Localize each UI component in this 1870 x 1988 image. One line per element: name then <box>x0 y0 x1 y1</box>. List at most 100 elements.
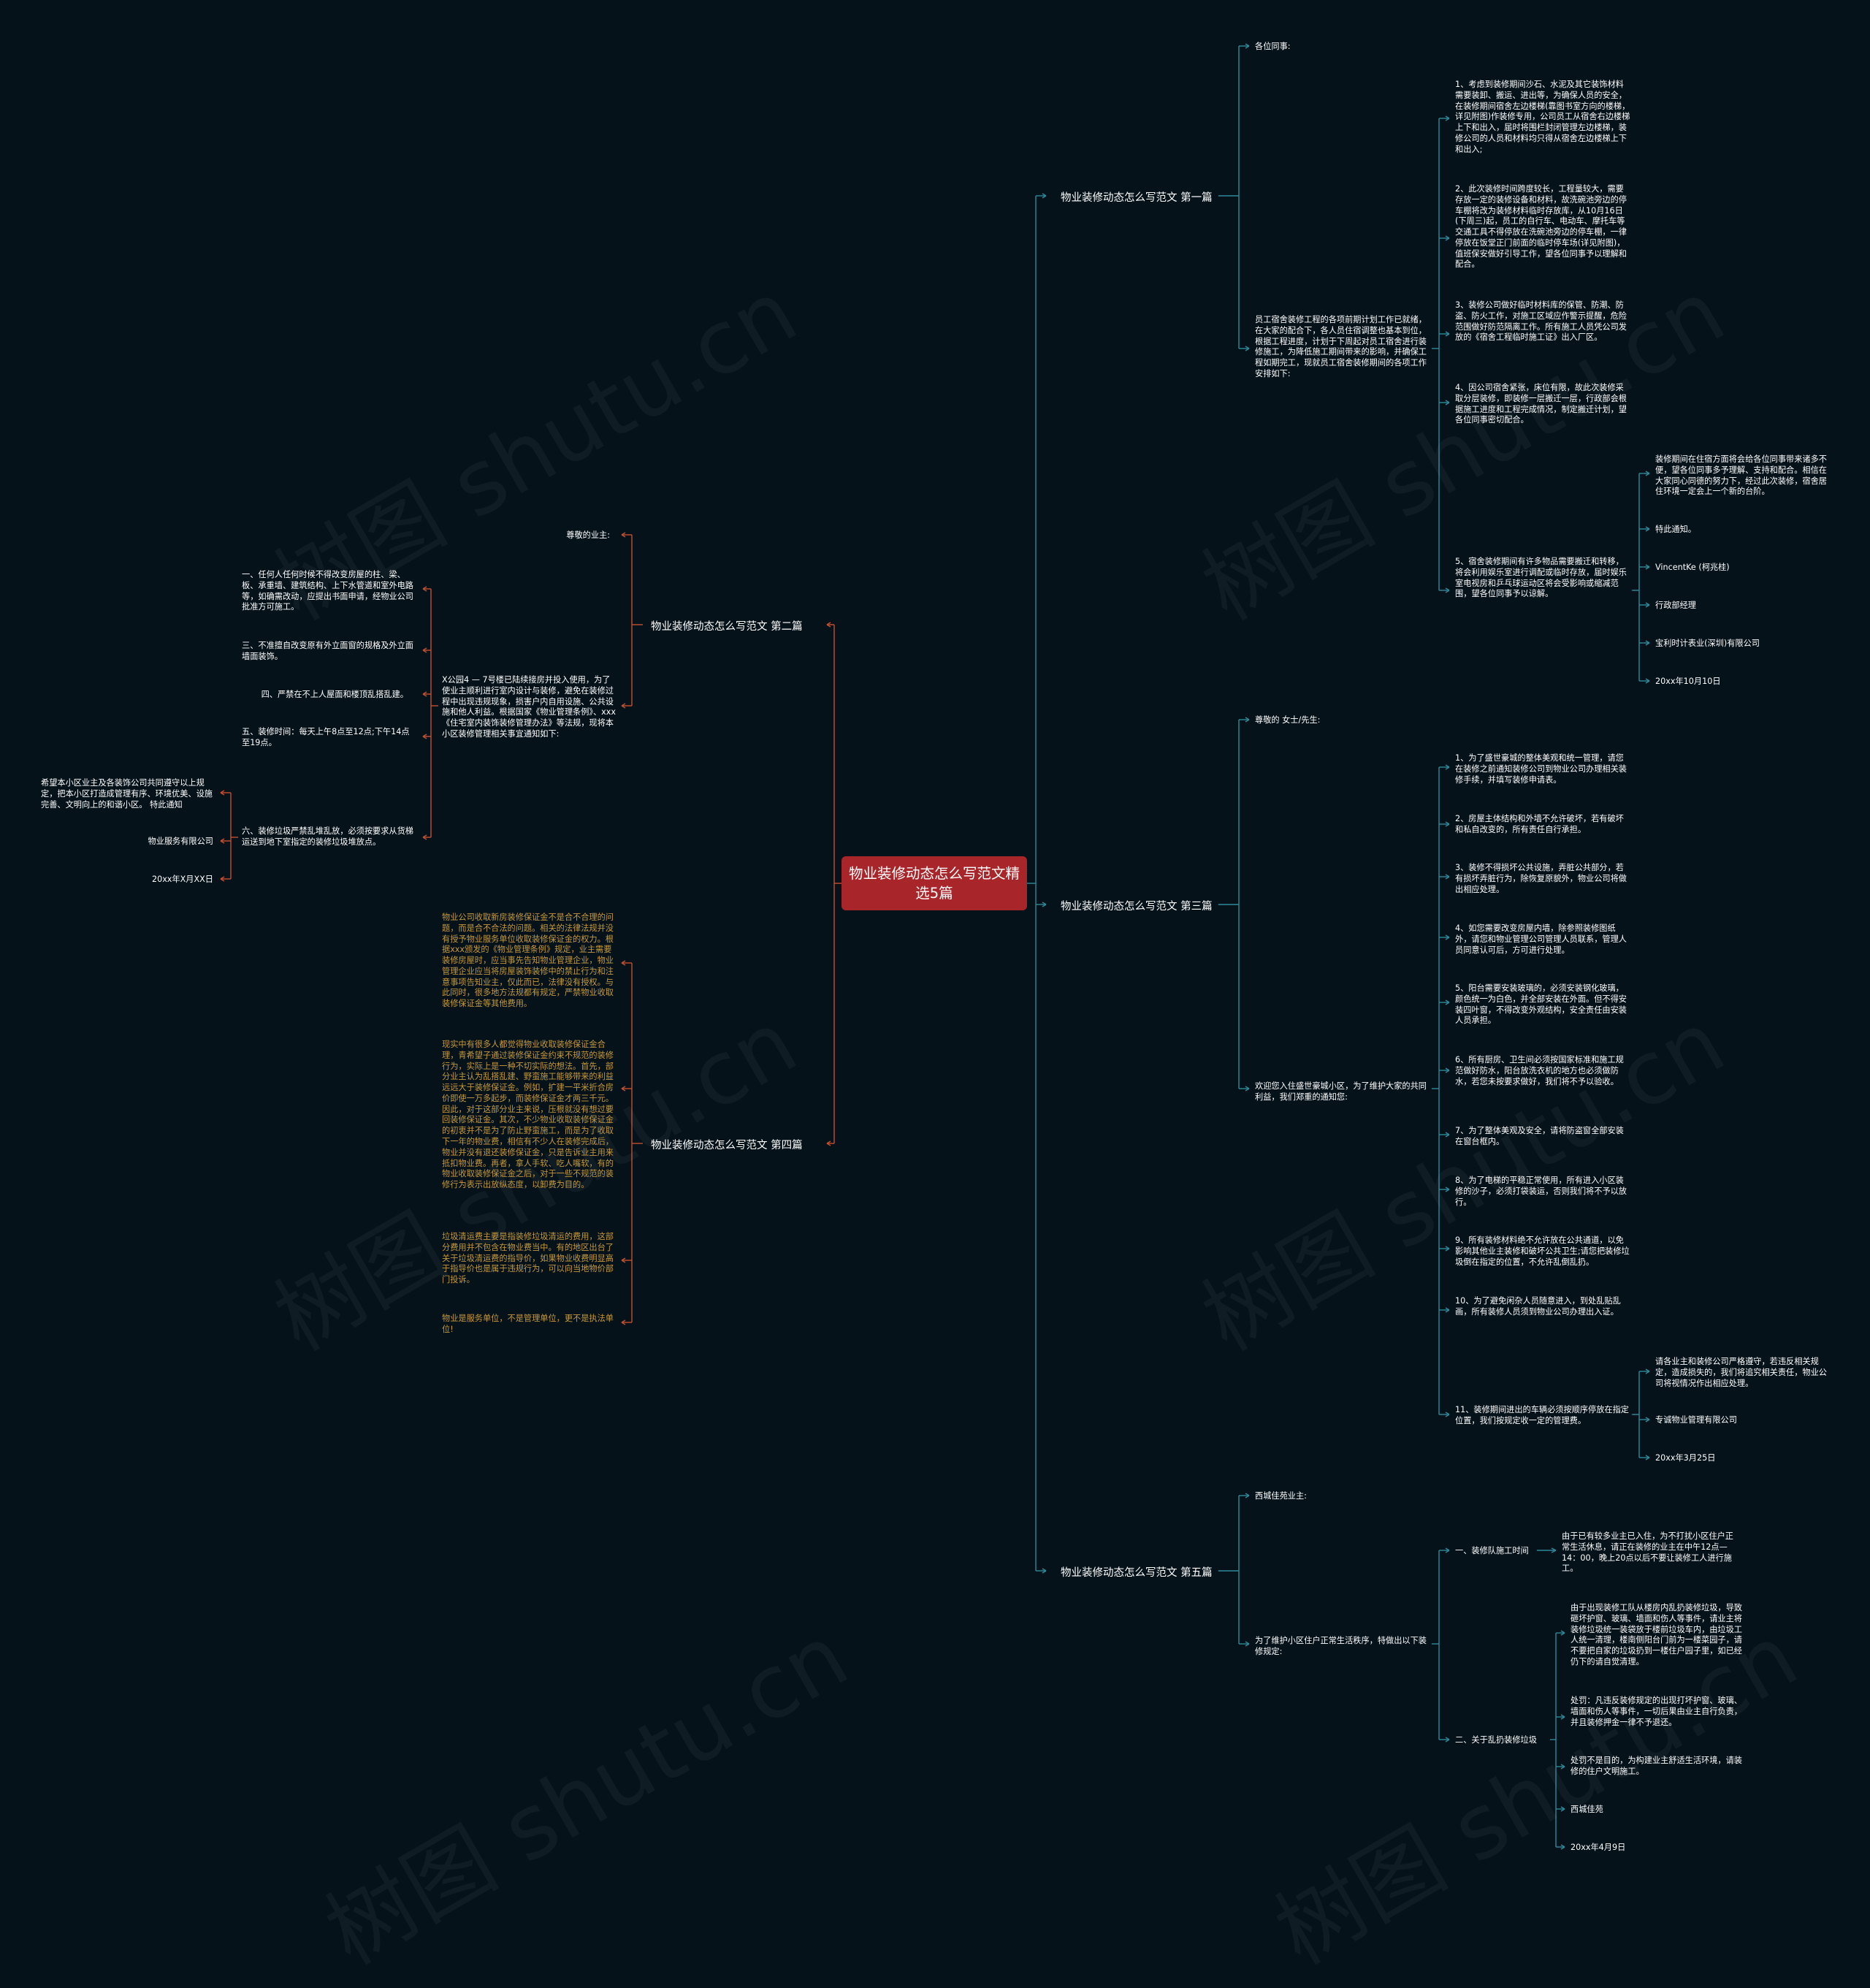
connector <box>1645 528 1650 532</box>
connector <box>1245 45 1250 49</box>
connector <box>1245 1495 1250 1498</box>
connector <box>1445 1132 1450 1135</box>
connector <box>1445 1002 1450 1005</box>
connector <box>220 840 225 844</box>
b3-item: 10、为了避免闲杂人员随意进入，到处乱贴乱画，所有装修人员须到物业公司办理出入证… <box>1455 1296 1621 1317</box>
connector <box>1445 331 1450 335</box>
b1-item: 1、考虑到装修期间沙石、水泥及其它装饰材料需要装卸、搬运、进出等，为确保人员的安… <box>1455 80 1630 154</box>
connector <box>1560 1846 1565 1850</box>
connector <box>1560 1808 1565 1812</box>
b2-closing: 物业服务有限公司 <box>148 837 213 846</box>
b5-greeting: 西城佳苑业主: <box>1255 1491 1307 1501</box>
connector <box>1245 717 1250 720</box>
connector <box>1445 1412 1450 1415</box>
b3-item: 5、阳台需要安装玻璃的，必须安装钢化玻璃，颜色统一为白色，并全部安装在外面。但不… <box>1455 983 1627 1026</box>
b1-closing: 20xx年10月10日 <box>1655 677 1721 686</box>
branch-4-title[interactable]: 物业装修动态怎么写范文 第四篇 <box>651 1140 803 1151</box>
connector <box>621 1319 626 1323</box>
b3-item: 4、如您需要改变房屋内墙，除参照装修图纸外，请您和物业管理公司管理人员联系，管理… <box>1455 923 1627 955</box>
connector <box>1645 1417 1650 1420</box>
b1-closing: 装修期间在住宿方面将会给各位同事带来诸多不便，望各位同事多予理解、支持和配合。相… <box>1655 454 1827 497</box>
connector <box>1445 402 1450 405</box>
b2-closing: 希望本小区业主及各装饰公司共同遵守以上规定，把本小区打造成管理有序、环境优美、设… <box>41 778 213 810</box>
b3-item: 1、为了盛世豪城的整体美观和统一管理，请您在装修之前通知装修公司到物业公司办理相… <box>1455 753 1627 785</box>
connector <box>220 792 225 796</box>
branch-3-title[interactable]: 物业装修动态怎么写范文 第三篇 <box>1061 901 1213 913</box>
b1-closing: 行政部经理 <box>1655 601 1696 610</box>
branch-5-title[interactable]: 物业装修动态怎么写范文 第五篇 <box>1061 1567 1213 1579</box>
connector <box>1645 1419 1650 1423</box>
connector <box>1445 1309 1450 1313</box>
b2-item: 四、严禁在不上人屋面和楼顶乱搭乱建。 <box>261 690 408 699</box>
connector <box>1445 1547 1450 1551</box>
connector <box>1245 346 1250 349</box>
b5-sec2-label: 二、关于乱扔装修垃圾 <box>1455 1735 1537 1745</box>
connector <box>1445 1187 1450 1190</box>
connector <box>1560 1630 1565 1634</box>
b3-item: 8、为了电梯的平稳正常使用，所有进入小区装修的沙子，必须打袋装运，否则我们将不予… <box>1455 1176 1627 1207</box>
connector <box>621 705 626 709</box>
b3-closing: 请各业主和装修公司严格遵守，若违反相关规定，造成损失的，我们将追究相关责任，物业… <box>1655 1357 1827 1388</box>
b2-item: 五、装修时间：每天上午8点至12点;下午14点至19点。 <box>242 727 410 747</box>
connector <box>1645 604 1650 608</box>
connector <box>1560 1806 1565 1810</box>
connector <box>1645 680 1650 684</box>
b5-sec1-label: 一、装修队施工时间 <box>1455 1546 1529 1555</box>
connector <box>1445 934 1450 938</box>
connector <box>1645 642 1650 646</box>
connector <box>1645 640 1650 644</box>
connector <box>621 534 626 538</box>
b2-closing: 20xx年X月XX日 <box>151 875 213 884</box>
connector <box>1560 1632 1565 1636</box>
b4-item: 物业是服务单位，不是管理单位，更不是执法单位! <box>442 1314 614 1334</box>
connector <box>1445 115 1450 119</box>
connector <box>621 703 626 707</box>
branch-2-title[interactable]: 物业装修动态怎么写范文 第二篇 <box>651 621 803 633</box>
connector <box>1560 1714 1565 1718</box>
connector <box>1042 195 1047 199</box>
connector <box>422 734 427 737</box>
connector <box>621 532 626 536</box>
connector <box>826 1140 831 1144</box>
connector <box>1245 1641 1250 1645</box>
connector <box>621 1260 626 1263</box>
connector <box>1551 1550 1557 1553</box>
connector <box>1551 1547 1557 1551</box>
connector <box>1560 1844 1565 1848</box>
connector <box>1445 1550 1450 1553</box>
connector <box>1445 1134 1450 1138</box>
connector <box>1445 823 1450 827</box>
connector <box>1445 237 1450 241</box>
connector <box>1645 473 1650 476</box>
b5-intro: 为了维护小区住户正常生活秩序，特做出以下装修规定: <box>1255 1636 1427 1656</box>
connector <box>220 878 225 882</box>
connector <box>621 962 626 966</box>
connector <box>1445 821 1450 825</box>
b1-item: 3、装修公司做好临时材料库的保管、防潮、防盗、防火工作，对施工区域应作警示提醒，… <box>1455 300 1627 343</box>
b3-closing: 20xx年3月25日 <box>1655 1453 1716 1463</box>
connector <box>1245 719 1250 723</box>
connector <box>1645 564 1650 568</box>
b3-item: 7、为了整体美观及安全，请将防盗窗全部安装在窗台框内。 <box>1455 1126 1624 1146</box>
connector <box>422 691 427 695</box>
root-topic[interactable]: 物业装修动态怎么写范文精选5篇 <box>842 856 1027 910</box>
connector <box>621 1088 626 1092</box>
branch-1-title[interactable]: 物业装修动态怎么写范文 第一篇 <box>1061 192 1213 204</box>
connector <box>1445 766 1450 770</box>
connector <box>1042 1570 1047 1574</box>
b1-intro: 员工宿舍装修工程的各项前期计划工作已就绪，在大家的配合下，各人员住宿调整也基本到… <box>1255 315 1427 378</box>
b2-intro: X公园4 — 7号楼已陆续接房并投入使用，为了使业主顺利进行室内设计与装修，避免… <box>442 675 617 739</box>
b5-sec2-item: 处罚不是目的，为构建业主舒适生活环境，请装修的住户文明施工。 <box>1571 1756 1742 1776</box>
b1-greeting: 各位同事: <box>1255 42 1291 51</box>
connector <box>1645 471 1650 474</box>
b3-greeting: 尊敬的 女士/先生: <box>1255 715 1321 725</box>
b1-item: 2、此次装修时间跨度较长，工程量较大，需要存放一定的装修设备和材料，故洗碗池旁边… <box>1455 184 1627 270</box>
connector <box>1445 400 1450 403</box>
connector <box>1645 1368 1650 1372</box>
b5-sec2-item: 由于出现装修工队从楼房内乱扔装修垃圾，导致砸坏护窗、玻璃、墙面和伤人等事件，请业… <box>1571 1603 1742 1667</box>
connector <box>1445 764 1450 768</box>
b1-closing: 宝利时计表业(深圳)有限公司 <box>1655 639 1760 648</box>
connector <box>1645 1371 1650 1374</box>
connector <box>422 588 427 592</box>
connector <box>621 1086 626 1089</box>
